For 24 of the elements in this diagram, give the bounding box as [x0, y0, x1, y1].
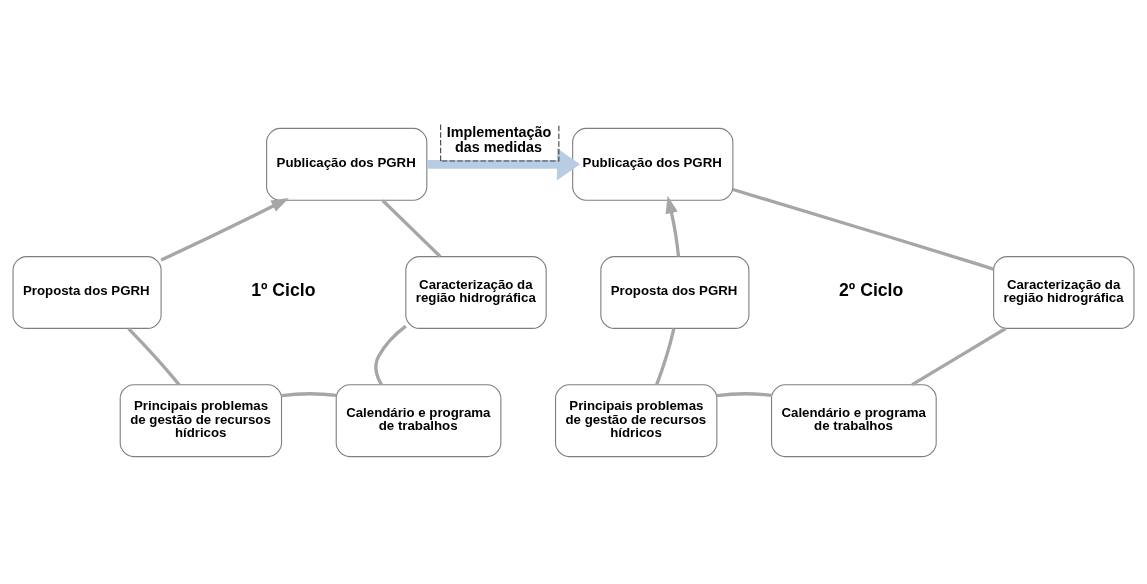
node-box: Calendário e programa de trabalhos: [771, 383, 937, 457]
node-box: Proposta dos PGRH: [12, 255, 162, 329]
connector: [127, 327, 181, 386]
node-box: Caracterização da região hidrográfica: [993, 255, 1135, 329]
node-box: Proposta dos PGRH: [600, 255, 750, 329]
arrow: [160, 197, 289, 262]
label: 1º Ciclo: [251, 279, 316, 300]
connector: [381, 198, 442, 258]
connector: [374, 324, 407, 386]
arrow: [665, 195, 681, 257]
connector: [655, 327, 676, 385]
node-box: Publicação dos PGRH: [572, 127, 734, 201]
connector: [732, 187, 994, 271]
node-box: Principais problemas de gestão de recursos hídricos: [119, 383, 283, 457]
node-box: Calendário e programa de trabalhos: [335, 383, 502, 457]
connector: [911, 326, 1007, 386]
connector: [716, 391, 772, 397]
node-box: Principais problemas de gestão de recursos hídricos: [555, 383, 718, 457]
node-box: Publicação dos PGRH: [266, 127, 428, 201]
label: 2º Ciclo: [838, 279, 904, 300]
edge-label: Implementação das medidas: [446, 123, 552, 155]
connector: [281, 391, 337, 397]
arrow: [427, 147, 581, 181]
node-box: Caracterização da região hidrográfica: [405, 255, 547, 329]
